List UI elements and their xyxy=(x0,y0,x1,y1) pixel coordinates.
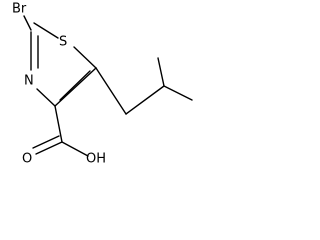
bond-c-o-double-2 xyxy=(32,135,60,149)
bond-c4-c5-double xyxy=(59,70,91,101)
bond-c4-c5 xyxy=(54,67,97,107)
bond-c2-s1 xyxy=(33,22,59,39)
bond-c-o-double xyxy=(35,141,63,155)
carbonyl-oxygen-label: O xyxy=(22,152,32,167)
bond-s1-c5 xyxy=(73,46,97,69)
sulfur-label: S xyxy=(59,35,67,50)
hydroxyl-label: OH xyxy=(86,152,106,167)
bond-ch-methyl-1 xyxy=(157,57,165,87)
bond-ch-methyl-2 xyxy=(163,85,193,101)
bond-c5-ch2 xyxy=(95,67,127,115)
bond-c-oh xyxy=(61,141,89,157)
bond-c4-cooh xyxy=(54,105,63,143)
bond-n3-c4 xyxy=(36,88,56,107)
nitrogen-label: N xyxy=(24,74,34,89)
bromine-label: Br xyxy=(12,2,27,17)
bond-ch2-ch xyxy=(125,85,165,115)
molecule-structure: Br N S O OH xyxy=(12,2,193,167)
bond-c2-br xyxy=(23,15,32,31)
